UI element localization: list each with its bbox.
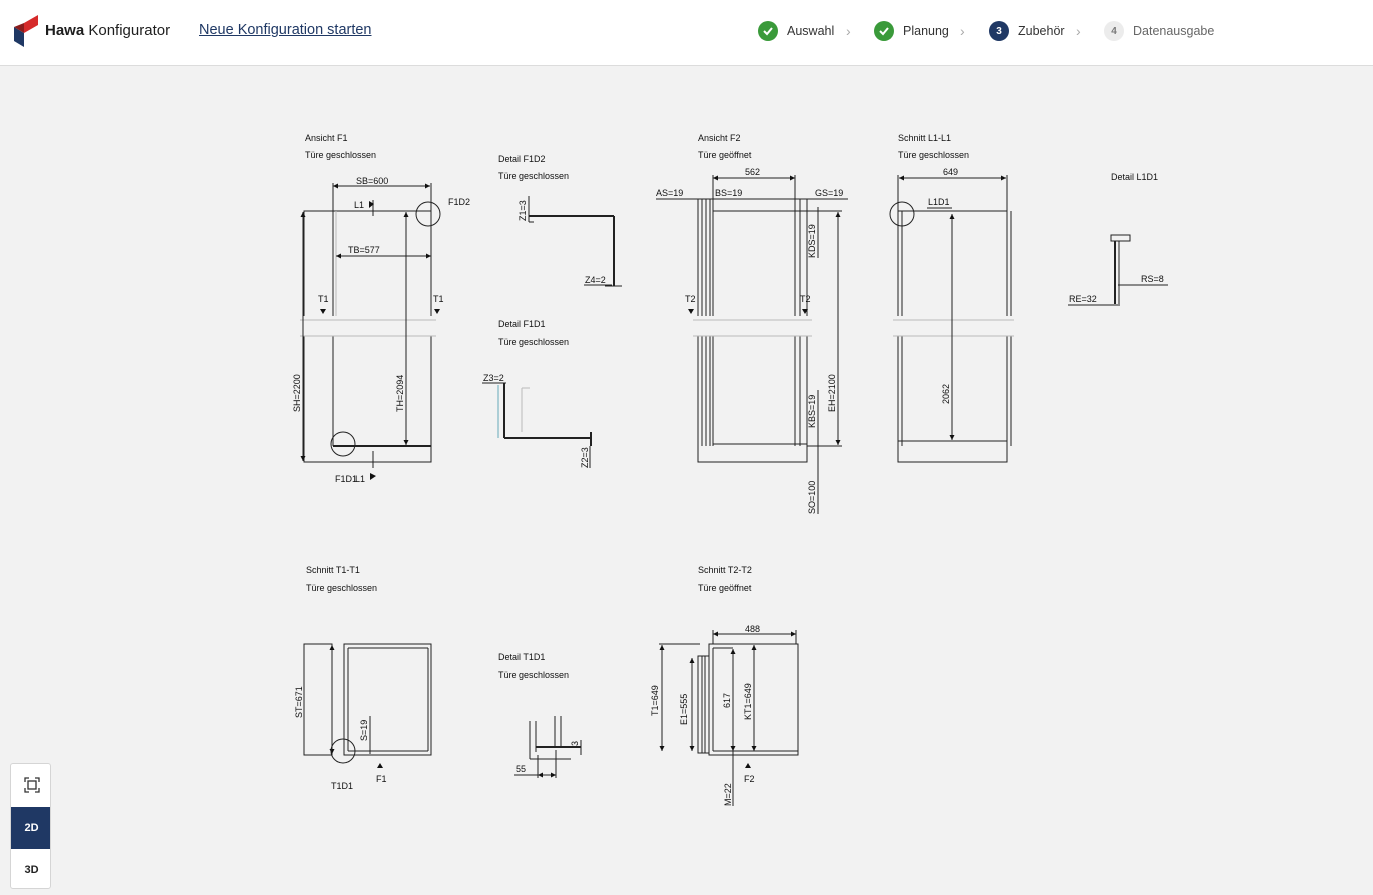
t1d1-dim-3: 3 — [570, 741, 580, 746]
f2-dim-gs: GS=19 — [815, 188, 843, 198]
f2-dim-kds: KDS=19 — [807, 224, 817, 258]
f1-subtitle: Türe geschlossen — [305, 150, 376, 160]
f1-dim-th: TH=2094 — [395, 375, 405, 412]
l1d1-title: Detail L1D1 — [1111, 172, 1158, 182]
f1d1-title: Detail F1D1 — [498, 319, 546, 329]
view-3d-button[interactable]: 3D — [24, 864, 39, 876]
view-detail-l1d1 — [1068, 234, 1168, 306]
l1l1-subtitle: Türe geschlossen — [898, 150, 969, 160]
f1d1-subtitle: Türe geschlossen — [498, 337, 569, 347]
f1-dim-tb: TB=577 — [348, 245, 380, 255]
header-bar: Hawa Konfigurator Neue Konfiguration sta… — [0, 0, 1373, 66]
step-label: Datenausgabe — [1133, 24, 1215, 38]
f1-dim-sb: SB=600 — [356, 176, 388, 186]
chevron-right-icon: › — [960, 23, 965, 39]
view-detail-f1d2 — [528, 196, 622, 287]
view-ansicht-f2 — [656, 175, 848, 514]
f2-dim-bs: BS=19 — [715, 188, 742, 198]
brand-title: Hawa Konfigurator — [45, 22, 170, 39]
t2t2-dim-m: M=22 — [723, 783, 733, 806]
fit-screen-icon — [23, 777, 40, 793]
f1-title: Ansicht F1 — [305, 133, 348, 143]
f1d1-dim-z3: Z3=2 — [483, 373, 504, 383]
f1-label-l1: L1 — [354, 200, 364, 210]
f1d2-dim-z4: Z4=2 — [585, 275, 606, 285]
step-number: 4 — [1104, 21, 1124, 41]
view-schnitt-t2-t2 — [659, 630, 799, 806]
t2t2-dim-617: 617 — [722, 693, 732, 708]
view-2d-button[interactable]: 2D — [11, 807, 50, 849]
f1d2-title: Detail F1D2 — [498, 154, 546, 164]
l1l1-dim-649: 649 — [943, 167, 958, 177]
f1-dim-sh: SH=2200 — [292, 374, 302, 412]
chevron-right-icon: › — [1076, 23, 1081, 39]
f2-subtitle: Türe geöffnet — [698, 150, 752, 160]
fit-screen-button[interactable] — [11, 764, 50, 806]
f2-dim-kbs: KBS=19 — [807, 395, 817, 428]
f1-label-t1-left: T1 — [318, 294, 329, 304]
f1-label-t1-right: T1 — [433, 294, 444, 304]
check-icon — [874, 21, 894, 41]
t1t1-title: Schnitt T1-T1 — [306, 565, 360, 575]
f1-label-f1d1: F1D1 — [335, 474, 357, 484]
view-ansicht-f1 — [296, 183, 441, 480]
f1d1-dim-z2: Z2=3 — [580, 447, 590, 468]
t1d1-dim-55: 55 — [516, 764, 526, 774]
brand-rest: Konfigurator — [88, 22, 171, 39]
l1d1-dim-rs: RS=8 — [1141, 274, 1164, 284]
l1l1-title: Schnitt L1-L1 — [898, 133, 951, 143]
f2-dim-562: 562 — [745, 167, 760, 177]
t2t2-subtitle: Türe geöffnet — [698, 583, 752, 593]
t1t1-label-t1d1: T1D1 — [331, 781, 353, 791]
hawa-logo-icon — [14, 15, 38, 47]
l1d1-dim-re: RE=32 — [1069, 294, 1097, 304]
t2t2-label-f2: F2 — [744, 774, 755, 784]
t2t2-dim-t1: T1=649 — [650, 685, 660, 716]
t1t1-dim-st: ST=671 — [294, 686, 304, 718]
step-label: Planung — [903, 24, 949, 38]
f2-dim-eh: EH=2100 — [827, 374, 837, 412]
t2t2-dim-kt1: KT1=649 — [743, 683, 753, 720]
f1-label-f1d2: F1D2 — [448, 197, 470, 207]
t1d1-subtitle: Türe geschlossen — [498, 670, 569, 680]
f2-label-t2-left: T2 — [685, 294, 696, 304]
l1l1-label-l1d1: L1D1 — [928, 197, 950, 207]
step-label: Auswahl — [787, 24, 835, 38]
check-icon — [758, 21, 778, 41]
f2-title: Ansicht F2 — [698, 133, 741, 143]
f2-dim-so: SO=100 — [807, 481, 817, 514]
f2-dim-as: AS=19 — [656, 188, 683, 198]
t2t2-dim-488: 488 — [745, 624, 760, 634]
step-planung[interactable]: Planung — [874, 20, 949, 42]
t1d1-title: Detail T1D1 — [498, 652, 545, 662]
f1-label-l1-bottom: L1 — [355, 474, 365, 484]
f1d2-dim-z1: Z1=3 — [518, 200, 528, 221]
step-zubehoer[interactable]: 3 Zubehör — [989, 20, 1065, 42]
t1t1-dim-s: S=19 — [359, 720, 369, 741]
f2-label-t2-right: T2 — [800, 294, 811, 304]
view-schnitt-l1-l1 — [889, 175, 1015, 463]
technical-drawing-canvas[interactable]: Ansicht F1 Türe geschlossen SB=600 TB=57… — [0, 67, 1373, 895]
view-detail-f1d1 — [482, 382, 592, 468]
f1d2-subtitle: Türe geschlossen — [498, 171, 569, 181]
view-detail-t1d1 — [514, 716, 582, 778]
l1l1-dim-2062: 2062 — [941, 384, 951, 404]
view-mode-controls: 2D 3D — [10, 763, 51, 889]
step-auswahl[interactable]: Auswahl — [758, 20, 834, 42]
t1t1-subtitle: Türe geschlossen — [306, 583, 377, 593]
step-label: Zubehör — [1018, 24, 1065, 38]
view-schnitt-t1-t1 — [303, 643, 432, 768]
brand-bold: Hawa — [45, 22, 85, 39]
t2t2-dim-e1: E1=555 — [679, 694, 689, 725]
step-number: 3 — [989, 21, 1009, 41]
t2t2-title: Schnitt T2-T2 — [698, 565, 752, 575]
step-datenausgabe[interactable]: 4 Datenausgabe — [1104, 20, 1214, 42]
new-configuration-link[interactable]: Neue Konfiguration starten — [199, 22, 372, 38]
chevron-right-icon: › — [846, 23, 851, 39]
t1t1-label-f1: F1 — [376, 774, 387, 784]
